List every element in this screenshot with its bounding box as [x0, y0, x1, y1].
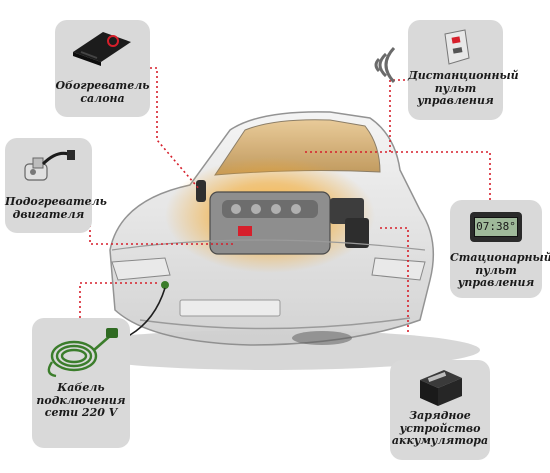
card-charger: Зарядное устройство аккумулятора	[390, 360, 490, 460]
card-cabin-heater: Обогреватель салона	[55, 20, 150, 117]
card-stationary-control: 07:38° Стационарный пульт управления	[450, 200, 550, 298]
card-engine-heater: Подогреватель двигателя	[5, 138, 107, 233]
hood-line	[111, 239, 426, 251]
label-charger: Зарядное устройство аккумулятора	[391, 409, 489, 447]
power-cable-icon	[47, 328, 118, 378]
bumper-line	[139, 317, 411, 330]
label-stationary-control: Стационарный пульт управления	[450, 251, 550, 289]
socket-point	[161, 281, 169, 289]
label-remote-control: Дистанционный пульт управления	[408, 69, 519, 107]
side-mirror	[196, 180, 206, 202]
heater-device-icon	[73, 32, 131, 66]
leader-cabin-heater	[150, 67, 201, 191]
engine-block	[209, 191, 369, 255]
label-cable: Кабель подключения сети 220 V	[36, 381, 126, 419]
leader-remote	[305, 79, 410, 153]
card-cable: Кабель подключения сети 220 V	[32, 318, 130, 448]
card-remote-control: Дистанционный пульт управления	[408, 20, 519, 120]
label-engine-heater: Подогреватель двигателя	[5, 195, 107, 221]
headlight-left	[111, 257, 171, 281]
leader-cable	[79, 282, 160, 318]
wireless-signal-icon	[374, 46, 396, 84]
license-plate	[179, 299, 281, 317]
front-wheel	[292, 331, 352, 345]
car-shadow	[60, 330, 480, 370]
timer-display: 07:38°	[474, 217, 518, 237]
label-cabin-heater: Обогреватель салона	[55, 79, 150, 105]
timer-panel-icon: 07:38°	[470, 212, 522, 242]
engine-preheater-icon	[24, 150, 75, 181]
key-fob-icon	[444, 29, 470, 65]
battery-charger-icon	[420, 370, 462, 406]
